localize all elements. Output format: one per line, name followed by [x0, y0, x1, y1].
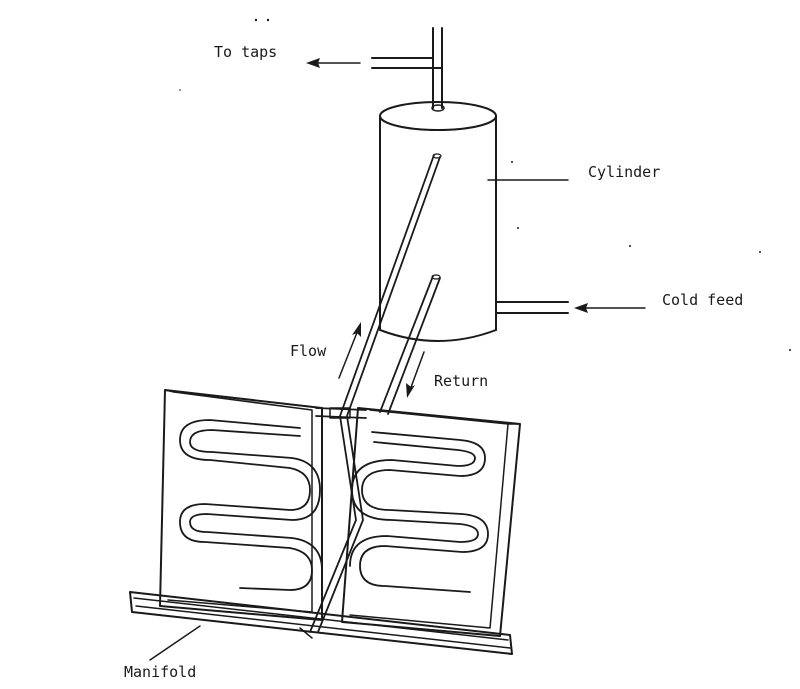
return-pipe [379, 274, 441, 415]
scan-specks [179, 18, 791, 351]
flow-arrow [338, 322, 361, 379]
cold-feed-pipe [495, 301, 569, 314]
manifold-label: Manifold [124, 663, 196, 681]
cold-feed-arrow [574, 303, 646, 313]
manifold-icon [129, 591, 513, 655]
to-taps-label: To taps [214, 43, 277, 61]
central-header [315, 407, 367, 419]
cylinder-label: Cylinder [588, 163, 660, 181]
left-panel-icon [159, 389, 323, 621]
right-panel-icon [341, 407, 521, 637]
return-label: Return [434, 372, 488, 390]
flow-pipe [309, 153, 442, 633]
return-arrow [406, 351, 425, 398]
to-taps-arrow [306, 58, 361, 68]
cylinder-icon [379, 101, 497, 342]
cold-feed-label: Cold feed [662, 291, 743, 309]
hot-outlet-pipe [371, 27, 445, 112]
flow-label: Flow [290, 342, 327, 360]
manifold-leader [149, 625, 201, 661]
